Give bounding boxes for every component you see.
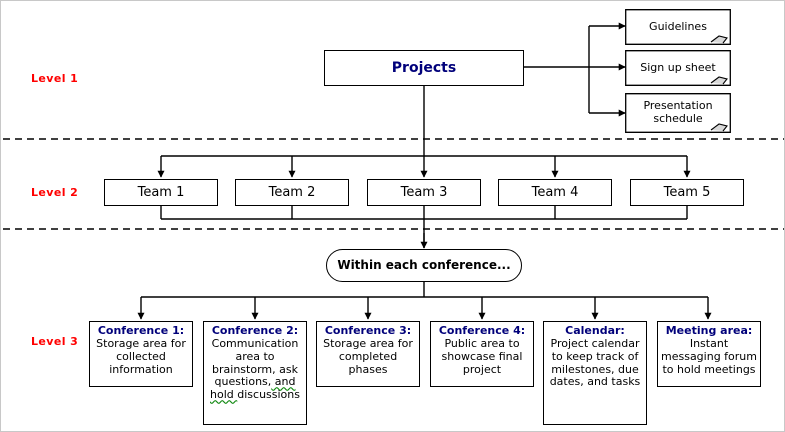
document-label: Presentation schedule xyxy=(643,99,713,125)
node-team-2[interactable]: Team 2 xyxy=(235,179,349,206)
node-heading: Conference 4: xyxy=(438,324,526,337)
node-body: Project calendar to keep track of milest… xyxy=(549,336,641,389)
node-within-each-conference[interactable]: Within each conference... xyxy=(326,249,522,282)
node-body: Storage area for completed phases xyxy=(323,336,413,376)
node-body: Instant messaging forum to hold meetings xyxy=(661,336,757,376)
node-calendar[interactable]: Calendar: Project calendar to keep track… xyxy=(543,321,647,425)
node-conference-3[interactable]: Conference 3: Storage area for completed… xyxy=(316,321,420,387)
node-heading: Meeting area: xyxy=(665,324,753,337)
document-shape-icon xyxy=(625,9,731,45)
node-document-sign-up-sheet[interactable]: Sign up sheet xyxy=(625,50,731,86)
node-document-presentation-schedule[interactable]: Presentation schedule xyxy=(625,93,731,133)
level-label-1: Level 1 xyxy=(31,72,79,85)
node-team-3[interactable]: Team 3 xyxy=(367,179,481,206)
document-label: Sign up sheet xyxy=(640,60,716,74)
node-conference-2[interactable]: Conference 2: Communication area to brai… xyxy=(203,321,307,425)
node-heading: Conference 3: xyxy=(324,324,412,337)
document-shape-icon xyxy=(625,50,731,86)
level-label-2: Level 2 xyxy=(31,186,79,199)
node-conference-1[interactable]: Conference 1: Storage area for collected… xyxy=(89,321,193,387)
node-document-guidelines[interactable]: Guidelines xyxy=(625,9,731,45)
document-shape-icon xyxy=(625,93,731,133)
node-team-1[interactable]: Team 1 xyxy=(104,179,218,206)
node-heading: Conference 1: xyxy=(97,324,185,337)
node-body: Public area to showcase final project xyxy=(441,336,523,376)
node-projects[interactable]: Projects xyxy=(324,50,524,86)
node-team-4[interactable]: Team 4 xyxy=(498,179,612,206)
node-body-pre: Communication area to brainstorm, ask qu… xyxy=(211,336,299,389)
node-conference-4[interactable]: Conference 4: Public area to showcase fi… xyxy=(430,321,534,387)
node-body: Communication area to brainstorm, ask qu… xyxy=(207,336,303,402)
document-label: Guidelines xyxy=(649,19,707,33)
node-body: Storage area for collected information xyxy=(96,336,186,376)
node-heading: Conference 2: xyxy=(211,324,299,337)
node-meeting-area[interactable]: Meeting area: Instant messaging forum to… xyxy=(657,321,761,387)
level-label-3: Level 3 xyxy=(31,335,79,348)
node-team-5[interactable]: Team 5 xyxy=(630,179,744,206)
node-heading: Calendar: xyxy=(565,324,625,337)
node-body-post: discussions xyxy=(237,388,300,402)
node-body-misspelled: and hold xyxy=(210,375,296,402)
